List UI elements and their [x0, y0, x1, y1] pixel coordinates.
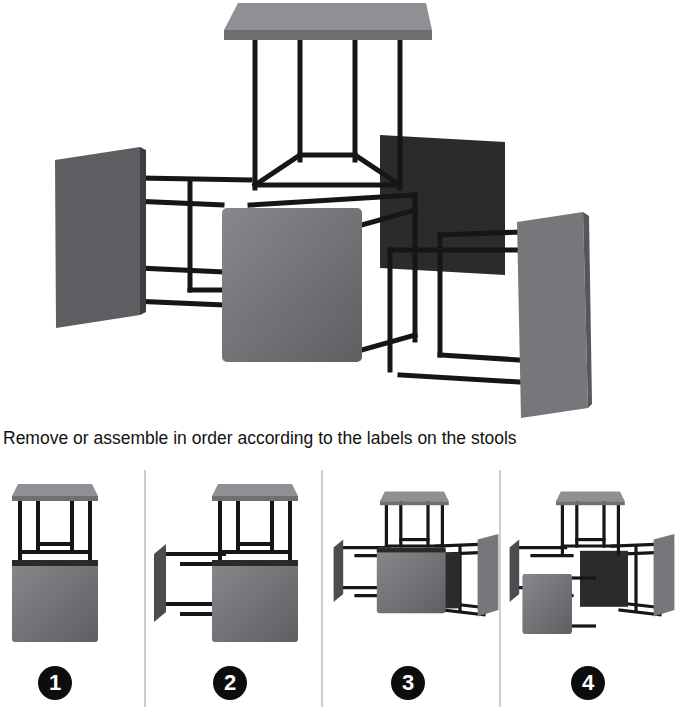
- exploded-stool-set: [55, 3, 592, 418]
- panel-divider: [145, 470, 500, 707]
- step-illustration: [510, 492, 675, 634]
- step-illustration: [154, 484, 298, 642]
- instruction-text: Remove or assemble in order according to…: [3, 428, 517, 449]
- step-number-circle: 1: [38, 666, 72, 700]
- step-number: 2: [224, 672, 236, 694]
- step-number-circle: 4: [571, 666, 605, 700]
- step-number-circle: 3: [391, 666, 425, 700]
- step-number: 3: [402, 672, 414, 694]
- step-illustration: [334, 492, 499, 617]
- step-number-circle: 2: [213, 666, 247, 700]
- step-illustration: [12, 484, 98, 642]
- step-number: 1: [49, 672, 61, 694]
- step-number: 4: [582, 672, 594, 694]
